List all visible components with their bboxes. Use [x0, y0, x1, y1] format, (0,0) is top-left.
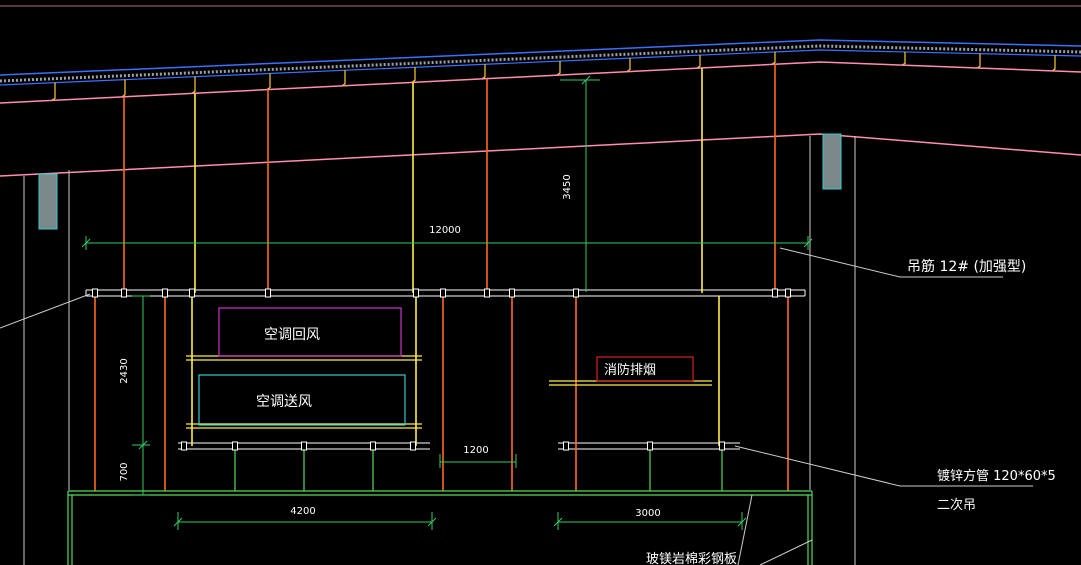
- dim-width-left: 4200: [290, 506, 315, 517]
- ceiling-panel: [67, 490, 813, 565]
- purlin-hook: [696, 55, 701, 69]
- tube-node: [232, 441, 238, 451]
- purlin-hook: [191, 76, 196, 94]
- purlin-hook: [901, 51, 906, 66]
- square-tube-label: 镀锌方管 120*60*5: [937, 468, 1056, 484]
- smoke-exhaust-duct: [596, 356, 694, 382]
- tube-node: [509, 288, 515, 298]
- tube-node: [413, 288, 419, 298]
- tube-node: [121, 288, 127, 298]
- return-air-label: 空调回风: [264, 327, 320, 343]
- smoke-exhaust-label: 消防排烟: [604, 362, 656, 378]
- purlin-hook: [771, 51, 776, 65]
- tube-node: [370, 441, 376, 451]
- purlin-hook: [976, 53, 981, 69]
- hanger-rods-orange: [94, 64, 789, 491]
- tube-nodes: [92, 288, 791, 451]
- tube-node: [162, 288, 168, 298]
- dim-height-lower: 700: [119, 462, 130, 481]
- tube-node: [440, 288, 446, 298]
- purlin-hook: [51, 82, 56, 101]
- beam-pink-line: [0, 133, 1081, 177]
- tube-node: [92, 288, 98, 298]
- tube-node: [772, 288, 778, 298]
- tube-node: [301, 441, 307, 451]
- tube-node: [647, 441, 653, 451]
- supply-air-duct: [198, 374, 406, 426]
- hanger-bar-label: 吊筋 12# (加强型): [907, 258, 1026, 275]
- purlin-hook: [626, 58, 631, 72]
- leader-lines: [0, 247, 1033, 565]
- tube-node: [719, 441, 725, 451]
- wall-lines: [23, 136, 856, 565]
- purlin-hook: [1051, 55, 1056, 72]
- column-right: [822, 133, 842, 190]
- return-air-duct: [218, 307, 402, 357]
- purlin-hook: [266, 73, 271, 90]
- tube-node: [573, 288, 579, 298]
- dim-width-right: 3000: [635, 508, 660, 519]
- supply-air-label: 空调送风: [256, 394, 312, 410]
- tube-node: [189, 288, 195, 298]
- hanger-rods-yellow: [191, 67, 720, 446]
- purlin-hook: [411, 67, 416, 83]
- tube-node: [410, 441, 416, 451]
- dim-gap: 1200: [463, 445, 488, 456]
- column-left: [38, 173, 58, 230]
- tube-node: [484, 288, 490, 298]
- dimension-lines: [81, 75, 813, 530]
- purlin-hook: [556, 61, 561, 76]
- dim-span: 12000: [429, 225, 461, 236]
- tube-node: [563, 441, 569, 451]
- tube-node: [785, 288, 791, 298]
- roof-pink-line: [0, 61, 1081, 104]
- tube-node: [181, 441, 187, 451]
- dim-height-middle: 2430: [119, 358, 130, 383]
- purlin-hook: [481, 64, 486, 80]
- purlin-hook: [341, 70, 346, 87]
- hanger-rods-green: [234, 449, 723, 491]
- dim-height-upper: 3450: [562, 174, 573, 199]
- panel-label: 玻镁岩棉彩钢板: [646, 552, 737, 565]
- roof-truss: [0, 39, 1081, 86]
- secondary-hanger-label: 二次吊: [937, 497, 976, 513]
- purlin-hook: [121, 79, 126, 98]
- tube-node: [265, 288, 271, 298]
